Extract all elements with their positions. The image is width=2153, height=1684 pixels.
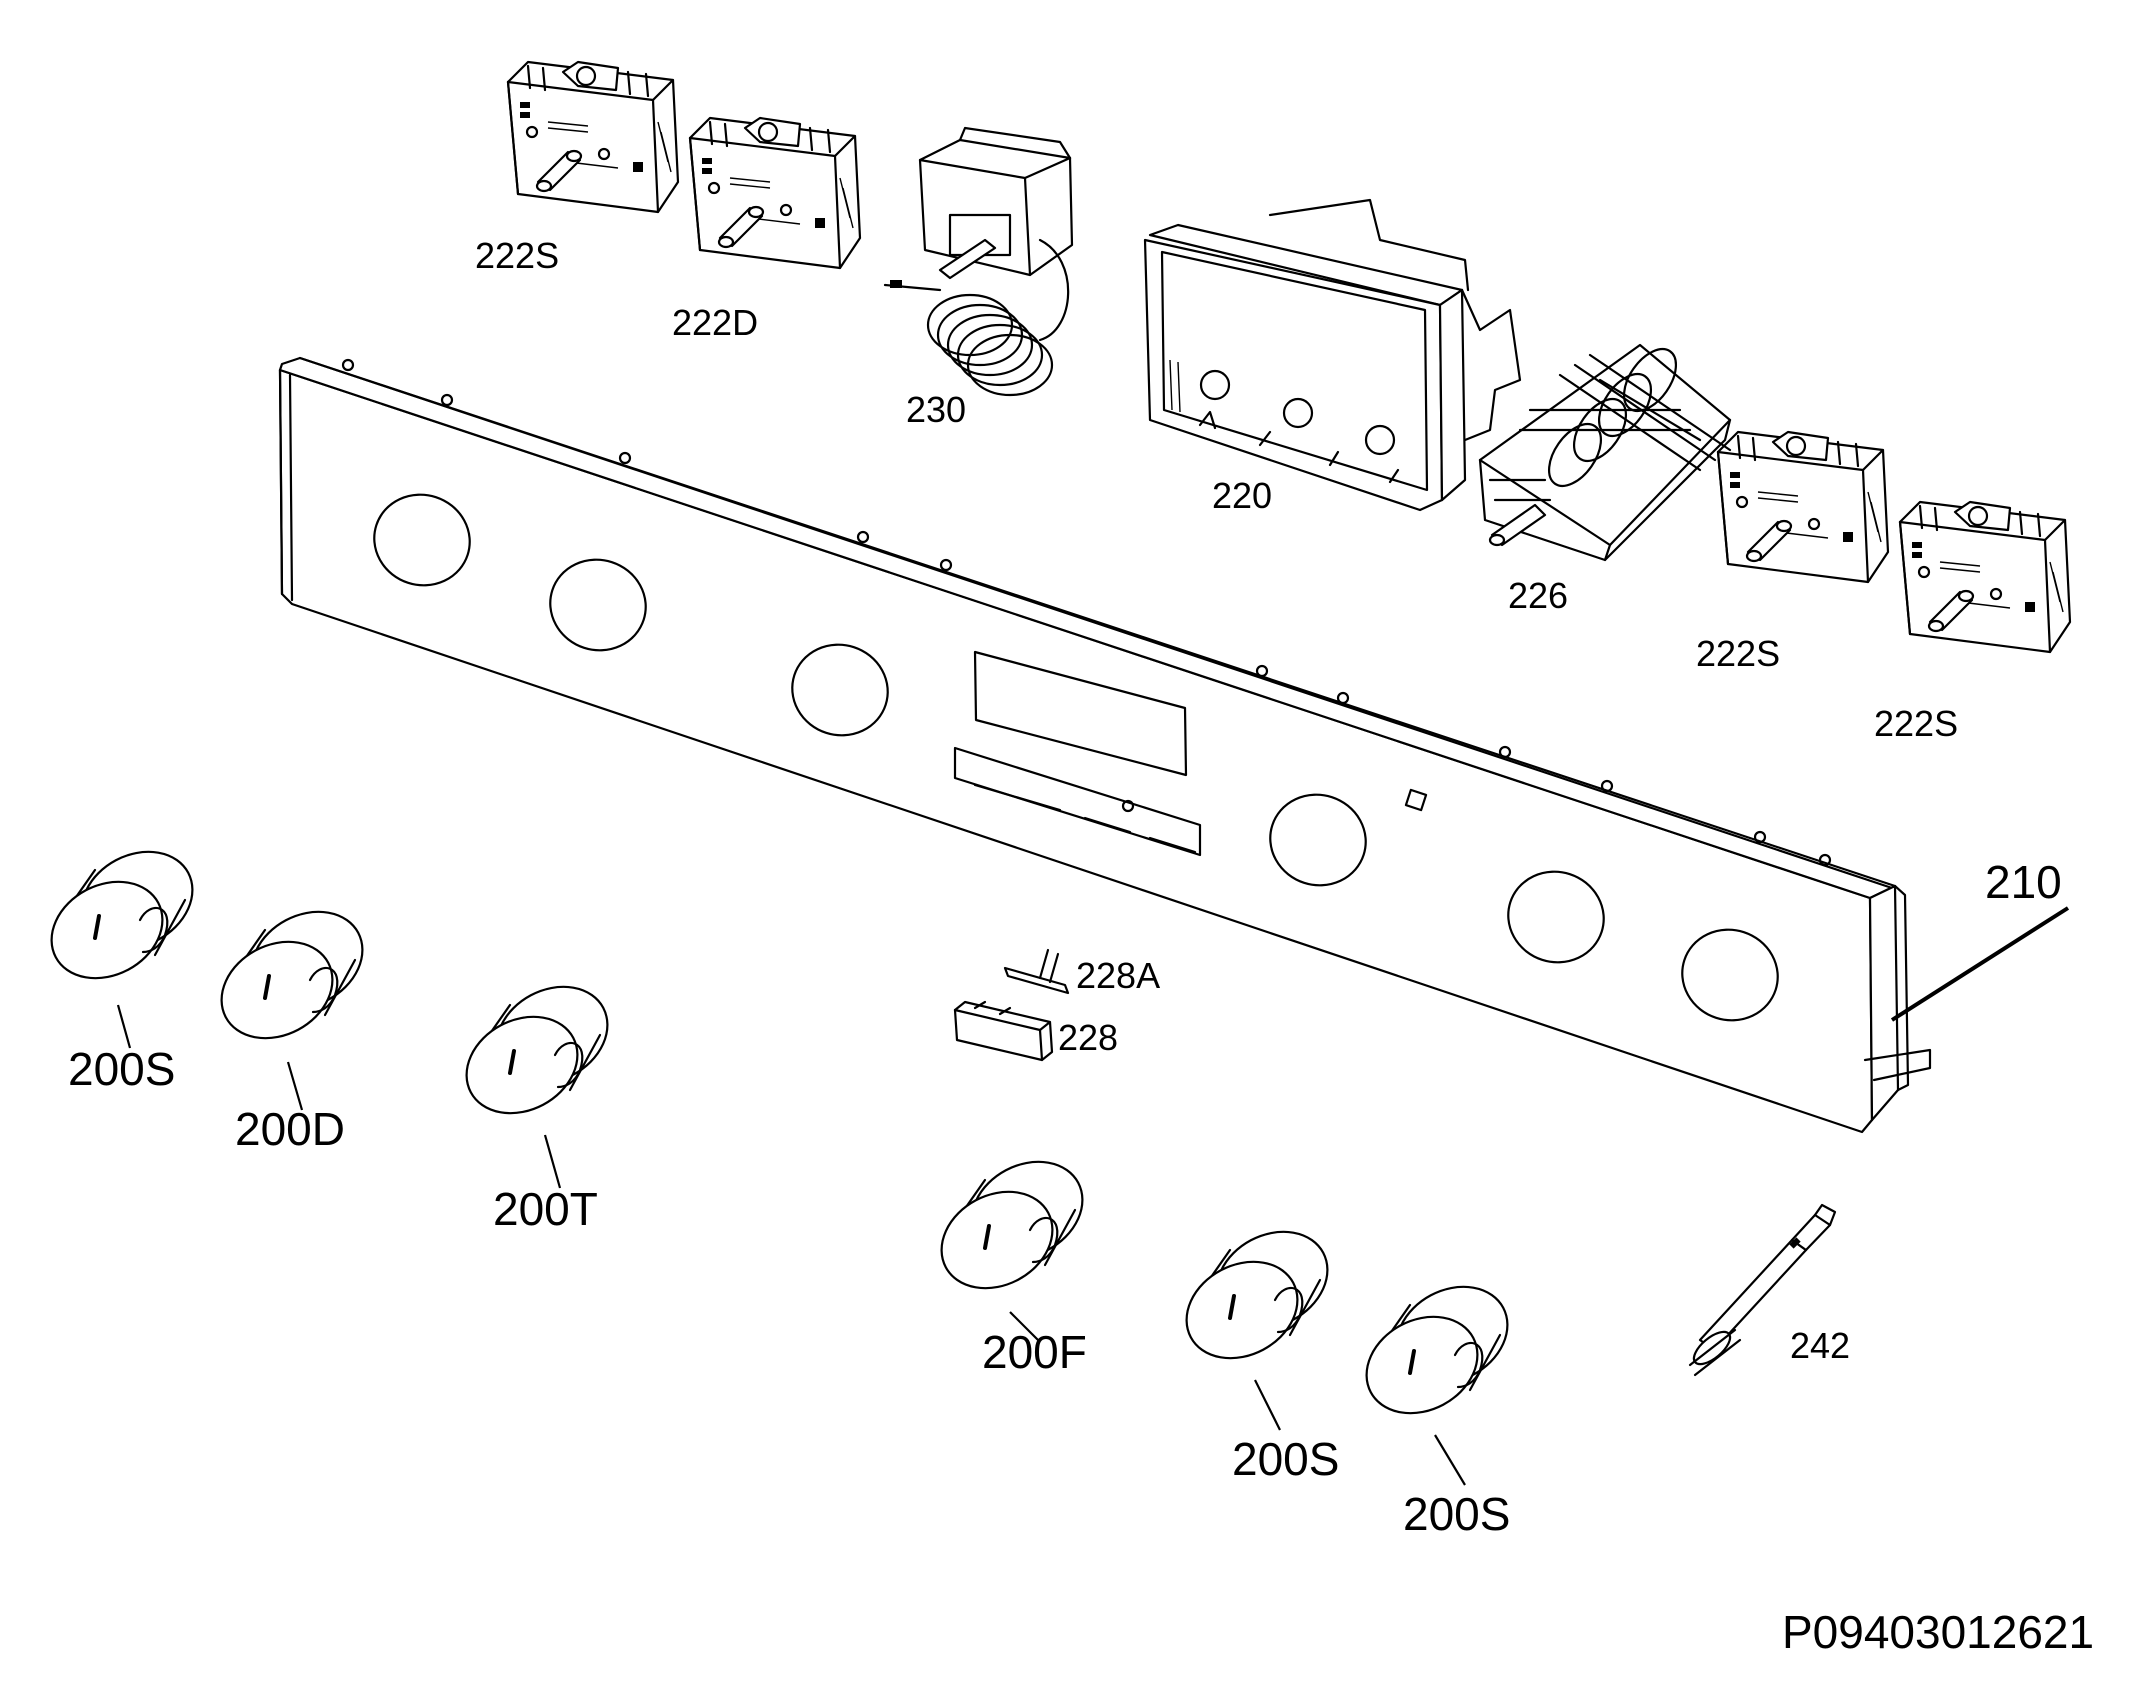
control-panel-210 [278,356,1932,1134]
leader-210 [1890,906,2070,1022]
label-200s-2: 200S [1232,1433,1339,1485]
label-200t: 200T [493,1183,598,1235]
label-222d: 222D [672,302,758,343]
label-200f: 200F [982,1326,1087,1378]
label-230: 230 [906,389,966,430]
label-200d: 200D [235,1103,345,1155]
energy-regulator-222d [688,116,862,270]
label-242: 242 [1790,1325,1850,1366]
probe-242 [1688,1203,1837,1377]
display-housing-220 [1143,198,1522,512]
thermostat-230 [883,126,1074,397]
energy-regulator-222s-top [506,60,680,214]
label-228: 228 [1058,1017,1118,1058]
energy-regulator-222s-right-a [1716,430,1890,584]
label-226: 226 [1508,575,1568,616]
knob-200t [447,966,627,1134]
knob-200s-1 [32,831,212,999]
label-210: 210 [1985,856,2062,908]
energy-regulator-222s-right-b [1898,500,2072,654]
knob-200d [202,891,382,1059]
knob-200s-3 [1347,1266,1527,1434]
label-228a: 228A [1076,955,1160,996]
button-stem-228a [1003,948,1070,995]
label-220: 220 [1212,475,1272,516]
label-222s-right-a: 222S [1696,633,1780,674]
label-222s-right-b: 222S [1874,703,1958,744]
drawing-id: P09403012621 [1782,1606,2094,1658]
selector-switch-226 [1478,343,1732,562]
knob-200f [922,1141,1102,1309]
knob-200s-2 [1167,1211,1347,1379]
label-200s-1: 200S [68,1043,175,1095]
label-200s-3: 200S [1403,1488,1510,1540]
label-222s-top: 222S [475,235,559,276]
button-228 [953,1000,1054,1062]
